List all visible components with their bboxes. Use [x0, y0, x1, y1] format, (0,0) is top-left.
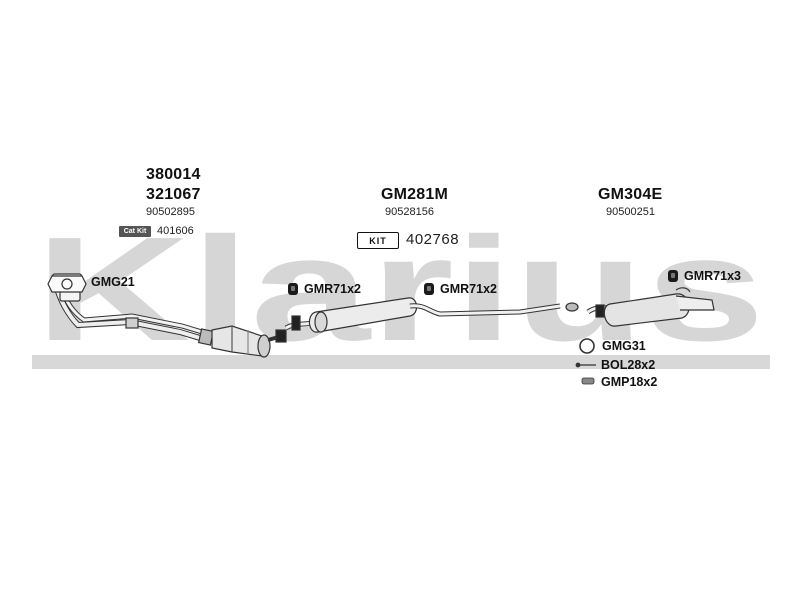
bol28-label: BOL28x2 [601, 358, 656, 372]
front-part-code-1: 380014 [146, 166, 201, 183]
gmg21-label: GMG21 [91, 275, 135, 289]
gmg31-ring-icon [579, 338, 595, 354]
gmr71-mount-icon-c [668, 270, 678, 282]
gmg31-label: GMG31 [602, 339, 646, 353]
front-oe-number: 90502895 [146, 206, 195, 218]
front-part-code-2: 321067 [146, 186, 201, 203]
kit-number: 402768 [406, 231, 460, 248]
kit-badge: KIT [357, 232, 399, 249]
gmr71-label-a: GMR71x2 [304, 282, 361, 296]
bol28-bolt-icon [575, 362, 596, 368]
watermark-text: Klarius [35, 207, 765, 372]
gmp18-label: GMP18x2 [601, 375, 658, 389]
center-silencer-section [284, 297, 579, 333]
rear-oe-number: 90500251 [606, 206, 655, 218]
gmg21-gasket-icon [47, 275, 87, 293]
middle-part-code: GM281M [381, 186, 448, 203]
gmr71-label-c: GMR71x3 [684, 269, 741, 283]
catkit-number: 401606 [157, 225, 194, 237]
gmp18-clamp-icon [581, 377, 595, 385]
gmr71-mount-icon-a [288, 283, 298, 295]
catkit-badge: Cat Kit [119, 226, 151, 237]
rear-silencer [586, 287, 715, 327]
gmr71-label-b: GMR71x2 [440, 282, 497, 296]
gmr71-mount-icon-b [424, 283, 434, 295]
rear-part-code: GM304E [598, 186, 663, 203]
catalytic-converter [197, 325, 287, 358]
middle-oe-number: 90528156 [385, 206, 434, 218]
